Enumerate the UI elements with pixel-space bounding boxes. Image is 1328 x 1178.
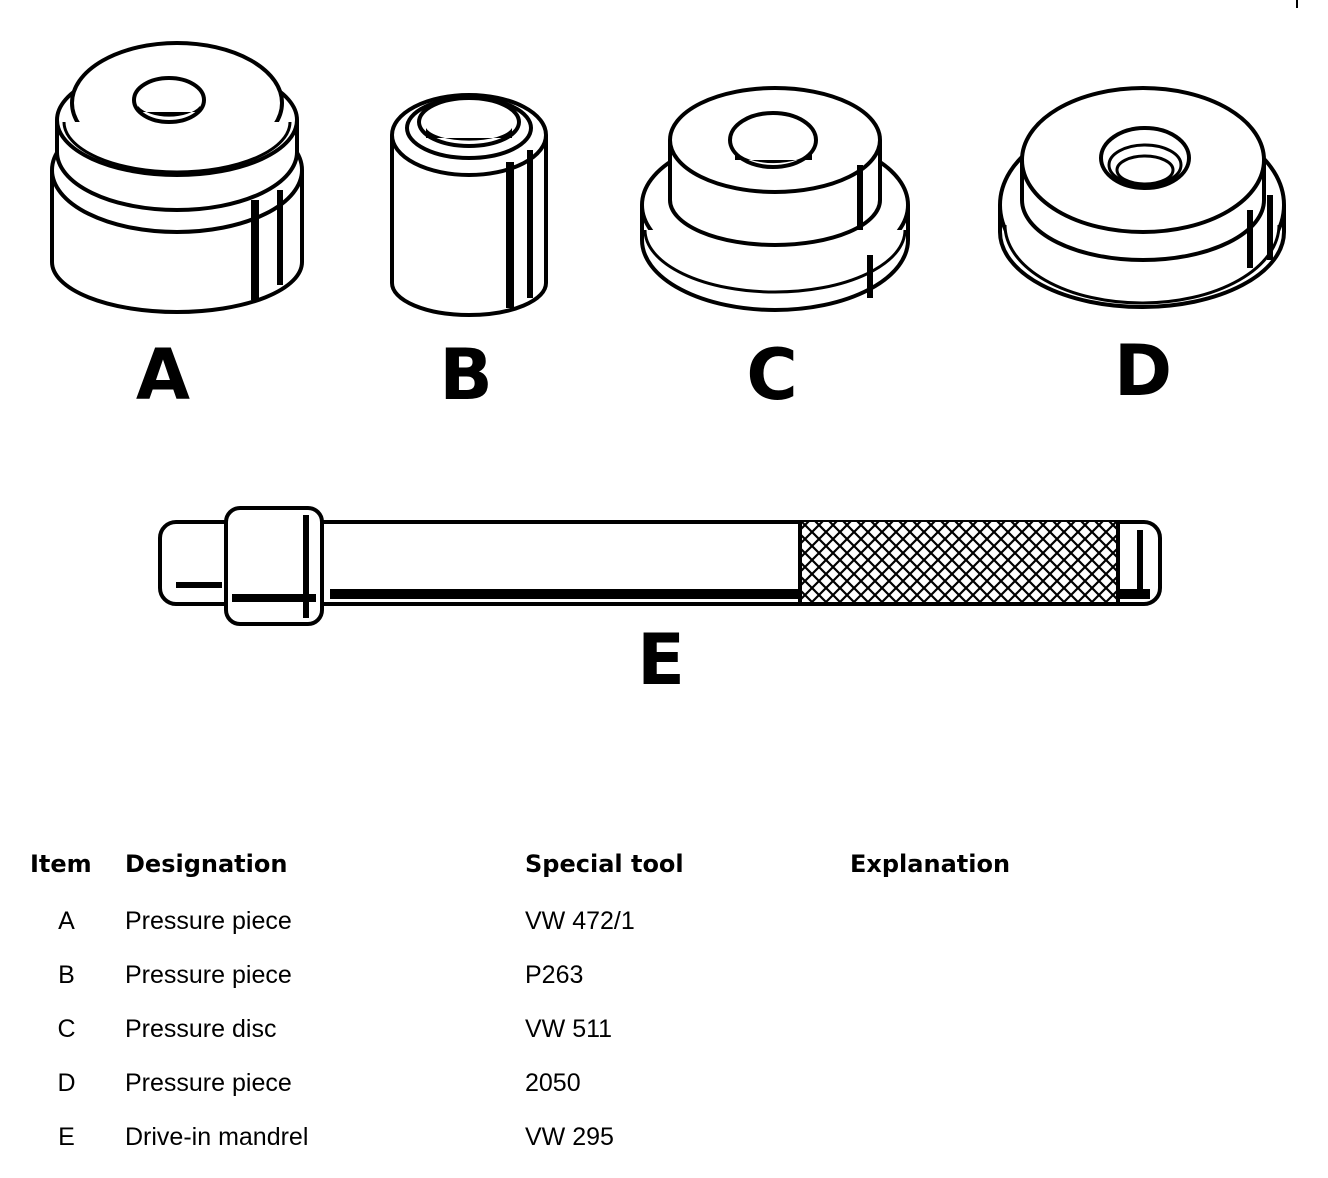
row-special-tool: P263: [525, 960, 584, 989]
tool-d-drawing: [998, 86, 1286, 309]
table-row: C Pressure disc VW 511: [30, 1002, 1150, 1056]
row-explanation: [850, 1002, 1150, 1056]
header-item: Item: [30, 850, 92, 878]
header-explanation: Explanation: [850, 850, 1011, 878]
row-designation: Pressure piece: [125, 906, 292, 935]
row-designation: Pressure piece: [125, 1068, 292, 1097]
tool-c-label: C: [746, 334, 798, 416]
row-special-tool: VW 295: [525, 1122, 614, 1151]
tool-a-label: A: [135, 334, 191, 416]
tool-b-drawing: [390, 93, 548, 317]
row-designation: Drive-in mandrel: [125, 1122, 309, 1151]
header-designation: Designation: [125, 850, 288, 878]
special-tools-illustration: [50, 41, 1286, 626]
row-special-tool: VW 472/1: [525, 906, 635, 935]
tool-e-drawing: [158, 506, 1162, 626]
table-row: E Drive-in mandrel VW 295: [30, 1110, 1150, 1164]
row-designation: Pressure piece: [125, 960, 292, 989]
row-designation: Pressure disc: [125, 1014, 277, 1043]
row-item: E: [58, 1122, 75, 1151]
tool-b-label: B: [439, 334, 493, 416]
row-explanation: [850, 1056, 1150, 1110]
tool-d-label: D: [1113, 330, 1173, 412]
header-special-tool: Special tool: [525, 850, 684, 878]
row-special-tool: VW 511: [525, 1014, 613, 1043]
page-corner-mark: [1296, 0, 1298, 8]
table-row: D Pressure piece 2050: [30, 1056, 1150, 1110]
row-item: A: [58, 906, 75, 935]
table-header-row: Item Designation Special tool Explanatio…: [30, 850, 1150, 894]
row-explanation: [850, 948, 1150, 1002]
row-special-tool: 2050: [525, 1068, 581, 1097]
tool-e-label: E: [637, 619, 685, 701]
row-item: B: [58, 960, 75, 989]
row-item: D: [57, 1068, 76, 1097]
row-explanation: [850, 1110, 1150, 1164]
table-row: A Pressure piece VW 472/1: [30, 894, 1150, 948]
row-explanation: [850, 894, 1150, 948]
row-item: C: [57, 1014, 76, 1043]
special-tools-table: Item Designation Special tool Explanatio…: [30, 850, 1150, 1164]
tool-a-drawing: [50, 41, 304, 314]
table-row: B Pressure piece P263: [30, 948, 1150, 1002]
tool-c-drawing: [640, 86, 910, 312]
